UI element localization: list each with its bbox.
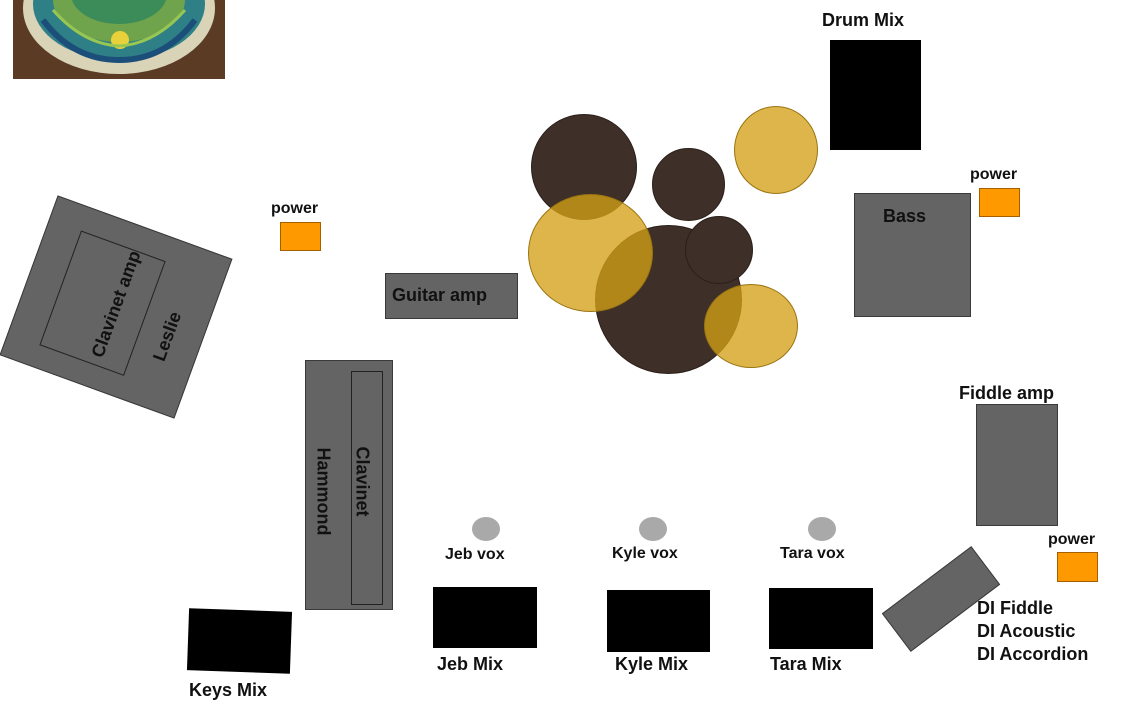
tara-mix-monitor bbox=[769, 588, 873, 649]
jeb-mix-label: Jeb Mix bbox=[437, 654, 504, 674]
power-label-right-bottom: power bbox=[1048, 531, 1096, 548]
power-label-right-top: power bbox=[970, 166, 1018, 183]
fiddle-amp-label: Fiddle amp bbox=[959, 383, 1055, 403]
keys-mix-monitor bbox=[186, 608, 293, 674]
band-logo-icon bbox=[13, 0, 225, 79]
clavinet-keyboard bbox=[351, 371, 383, 605]
drum-mix-monitor bbox=[830, 40, 921, 150]
di-accordion-label: DI Accordion bbox=[977, 644, 1089, 664]
jeb-vox-mic-icon bbox=[472, 517, 500, 541]
jeb-mix-monitor bbox=[433, 587, 537, 648]
guitar-amp bbox=[385, 273, 518, 319]
drum-mix-label: Drum Mix bbox=[822, 10, 905, 30]
power-outlet-right-top bbox=[979, 188, 1020, 217]
kyle-mix-label: Kyle Mix bbox=[615, 654, 689, 674]
cymbal-crash bbox=[734, 106, 818, 194]
tara-mix-label: Tara Mix bbox=[770, 654, 842, 674]
cymbal-hihat bbox=[528, 194, 653, 312]
hammond-label: Hammond bbox=[313, 447, 334, 536]
clavinet-label: Clavinet bbox=[352, 446, 373, 517]
bass-label: Bass bbox=[883, 206, 927, 226]
power-outlet-left bbox=[280, 222, 321, 251]
tara-vox-mic-icon bbox=[808, 517, 836, 541]
guitar-amp-label: Guitar amp bbox=[392, 285, 488, 305]
di-fiddle-label: DI Fiddle bbox=[977, 598, 1053, 618]
power-label-left: power bbox=[271, 200, 319, 217]
di-acoustic-label: DI Acoustic bbox=[977, 621, 1076, 641]
keys-mix-label: Keys Mix bbox=[189, 680, 268, 700]
kyle-vox-label: Kyle vox bbox=[612, 545, 678, 562]
hammond-organ bbox=[305, 360, 393, 610]
fiddle-amp bbox=[976, 404, 1058, 526]
power-outlet-right-bottom bbox=[1057, 552, 1098, 582]
drum-rack-tom-2 bbox=[685, 216, 753, 284]
tara-vox-label: Tara vox bbox=[780, 545, 845, 562]
band-logo bbox=[13, 0, 225, 79]
drum-rack-tom-1 bbox=[652, 148, 725, 221]
kyle-vox-mic-icon bbox=[639, 517, 667, 541]
cymbal-ride bbox=[704, 284, 798, 368]
jeb-vox-label: Jeb vox bbox=[445, 546, 505, 563]
bass-amp bbox=[854, 193, 971, 317]
kyle-mix-monitor bbox=[607, 590, 710, 652]
